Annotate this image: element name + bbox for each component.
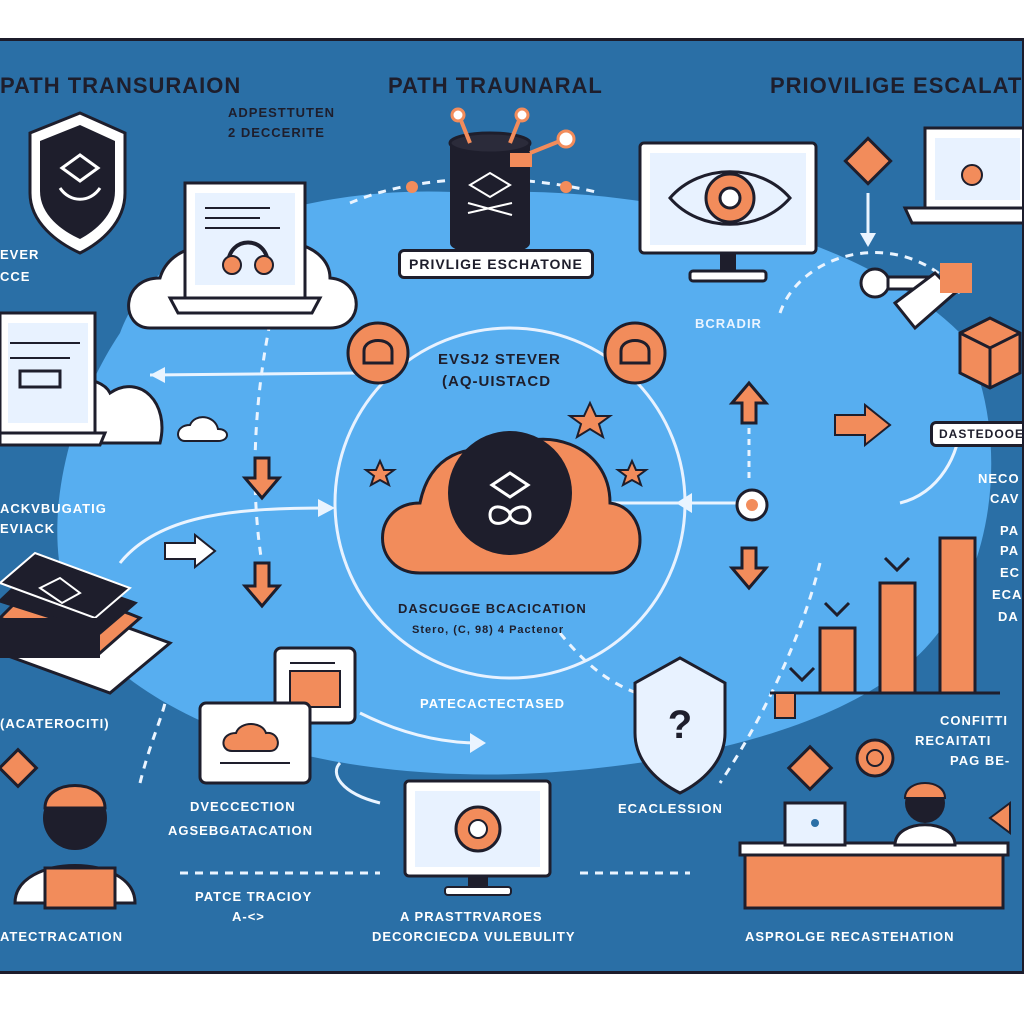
center-title: EVSJ2 STEVER [438,351,561,368]
side-label: CONFITTI [940,713,1008,728]
diagram-graphics: ? [0,107,1022,910]
header-right: PRIOVILIGE ESCALATI [770,73,1024,98]
caption: PATCE TRACIOY [195,889,313,904]
cloud-icon [381,431,642,575]
down-arrow-icon [241,456,283,501]
diamond-icon [0,747,39,789]
diamond-icon [786,744,834,792]
bar-chart-icon [818,536,977,695]
note-label: 2 DECCERITE [228,125,325,140]
laptop-icon [902,126,1022,225]
side-label: ECA [992,587,1023,602]
star-icon [363,400,649,488]
box-icon [958,316,1022,390]
header-center: PATH TRAUNARAL [388,73,603,98]
center-tag: PRIVLIGE ESCHATONE [398,249,594,279]
shield-icon [28,111,127,255]
question-shield-icon: ? [633,656,727,795]
laptop-icon [167,181,323,315]
header-left: PATH TRANSURAION [0,73,242,98]
monitor-icon [403,779,552,896]
side-label: RECAITATI [915,733,992,748]
label: DVECCECTION [190,799,296,814]
right-arrow-icon [834,402,892,448]
side-label: CAV [990,491,1020,506]
side-label: PA [1000,543,1020,558]
center-subcaption: Stero, (C, 98) 4 Pactenor [412,624,565,636]
eye-icon [668,170,792,226]
mid-caption: PATECACTECTASED [420,696,565,711]
side-label: ACKVBUGATIG [0,501,107,516]
up-arrow-icon [728,380,770,425]
side-label: PAG BE- [950,753,1011,768]
note-label: BCRADIR [695,316,762,331]
note-label: ADPESTTUTEN [228,105,336,120]
diamond-icon [843,136,893,186]
laptop-icon [0,311,108,447]
user-icon [13,784,137,910]
down-arrow-icon [241,561,283,609]
diagram-board: ? [0,38,1024,974]
side-label: EVIACK [0,521,56,536]
right-arrow-icon [164,532,217,570]
caption: ATECTRACATION [0,929,124,944]
center-caption: DASCUGGE BCACICATION [398,601,587,616]
right-tag: DASTEDOOE [930,421,1022,447]
label: AGSEBGATACATION [168,823,313,838]
side-label: PA [1000,523,1020,538]
side-label: (ACATEROCITI) [0,716,110,731]
center-title-sub: (AQ-UISTACD [442,373,552,390]
document-icon [198,701,312,785]
desk-icon [738,841,1010,910]
caption: DECORCIECDA VULEBULITY [372,929,576,944]
caption: ASPROLGE RECASTEHATION [745,929,955,944]
caption: A-<> [232,909,265,924]
side-label: DA [998,609,1019,624]
down-arrow-icon [728,546,770,591]
stack-icon [0,551,173,695]
lock-icon [603,321,667,385]
user-icon [893,782,957,847]
caption: A PRASTTRVAROES [400,909,543,924]
side-label: CCE [0,269,31,284]
label: ECACLESSION [618,801,723,816]
side-label: NECO [978,471,1020,486]
laptop-icon [783,801,847,847]
svg-text:?: ? [668,703,692,747]
side-label: EC [1000,565,1021,580]
side-label: EVER [0,247,40,262]
cloud-icon [177,416,228,442]
key-icon [859,263,972,331]
lock-icon [346,321,410,385]
server-icon [406,107,576,255]
